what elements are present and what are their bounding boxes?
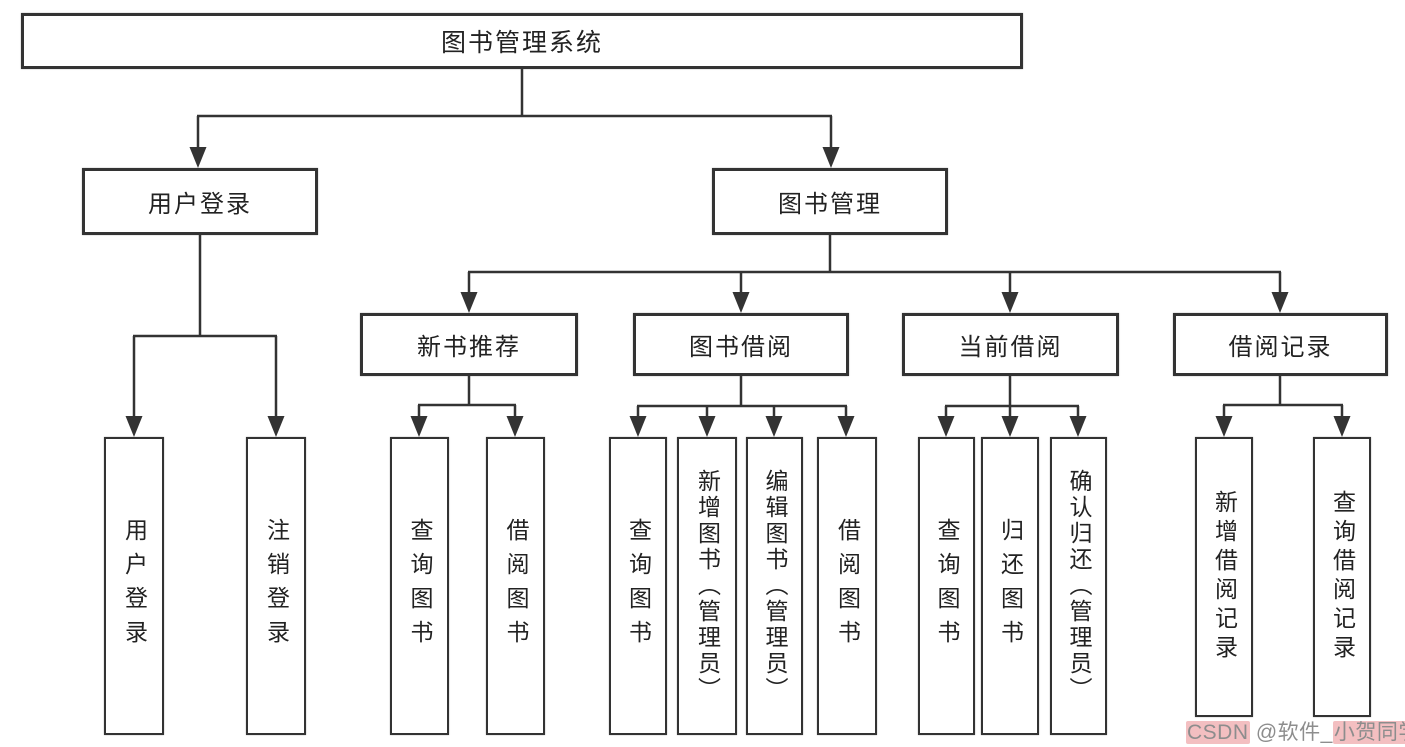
node-user-login: 用户登录 xyxy=(82,168,318,235)
leaf-label: 查询借阅记录 xyxy=(1329,490,1356,664)
node-book-management: 图书管理 xyxy=(712,168,948,235)
leaf-borrow-books-borrow: 借阅图书 xyxy=(817,437,877,735)
leaf-label: 新增图书（管理员） xyxy=(694,469,721,703)
leaf-label: 借阅图书 xyxy=(503,518,529,654)
leaf-query-books-recommend: 查询图书 xyxy=(390,437,449,735)
leaf-query-borrow-record: 查询借阅记录 xyxy=(1313,437,1371,717)
node-label: 图书管理 xyxy=(778,191,882,218)
leaf-label: 编辑图书（管理员） xyxy=(762,469,788,703)
csdn-watermark: CSDN @软件_小贺同学 xyxy=(1186,716,1405,746)
leaf-label: 借阅图书 xyxy=(834,518,861,654)
leaf-return-book: 归还图书 xyxy=(981,437,1039,735)
node-book-borrowing: 图书借阅 xyxy=(633,313,849,376)
leaf-label: 归还图书 xyxy=(997,518,1024,654)
leaf-user-login: 用户登录 xyxy=(104,437,164,735)
leaf-label: 查询图书 xyxy=(407,518,433,654)
leaf-label: 注销登录 xyxy=(263,518,290,654)
leaf-confirm-return-admin: 确认归还（管理员） xyxy=(1050,437,1107,735)
node-borrow-records: 借阅记录 xyxy=(1173,313,1388,376)
watermark-brand: CSDN xyxy=(1186,721,1250,744)
leaf-add-book-admin: 新增图书（管理员） xyxy=(677,437,737,735)
leaf-label: 新增借阅记录 xyxy=(1211,490,1238,664)
leaf-label: 用户登录 xyxy=(121,518,148,654)
node-label: 图书管理系统 xyxy=(440,29,603,57)
leaf-label: 查询图书 xyxy=(934,518,960,654)
node-new-book-recommend: 新书推荐 xyxy=(360,313,578,376)
node-current-borrowing: 当前借阅 xyxy=(902,313,1119,376)
leaf-edit-book-admin: 编辑图书（管理员） xyxy=(746,437,803,735)
leaf-label: 确认归还（管理员） xyxy=(1066,469,1092,703)
node-label: 图书借阅 xyxy=(689,334,793,361)
leaf-logout: 注销登录 xyxy=(246,437,306,735)
node-label: 用户登录 xyxy=(148,191,252,218)
node-label: 借阅记录 xyxy=(1228,334,1333,361)
watermark-handle: @软件_ xyxy=(1249,721,1333,744)
node-label: 新书推荐 xyxy=(417,334,521,361)
leaf-borrow-books-recommend: 借阅图书 xyxy=(486,437,545,735)
watermark-username: 小贺同学 xyxy=(1332,721,1405,744)
leaf-query-books-borrow: 查询图书 xyxy=(609,437,667,735)
node-library-management-system: 图书管理系统 xyxy=(21,13,1023,69)
leaf-add-borrow-record: 新增借阅记录 xyxy=(1195,437,1253,717)
leaf-query-books-current: 查询图书 xyxy=(918,437,975,735)
leaf-label: 查询图书 xyxy=(625,518,652,654)
node-label: 当前借阅 xyxy=(958,334,1063,361)
